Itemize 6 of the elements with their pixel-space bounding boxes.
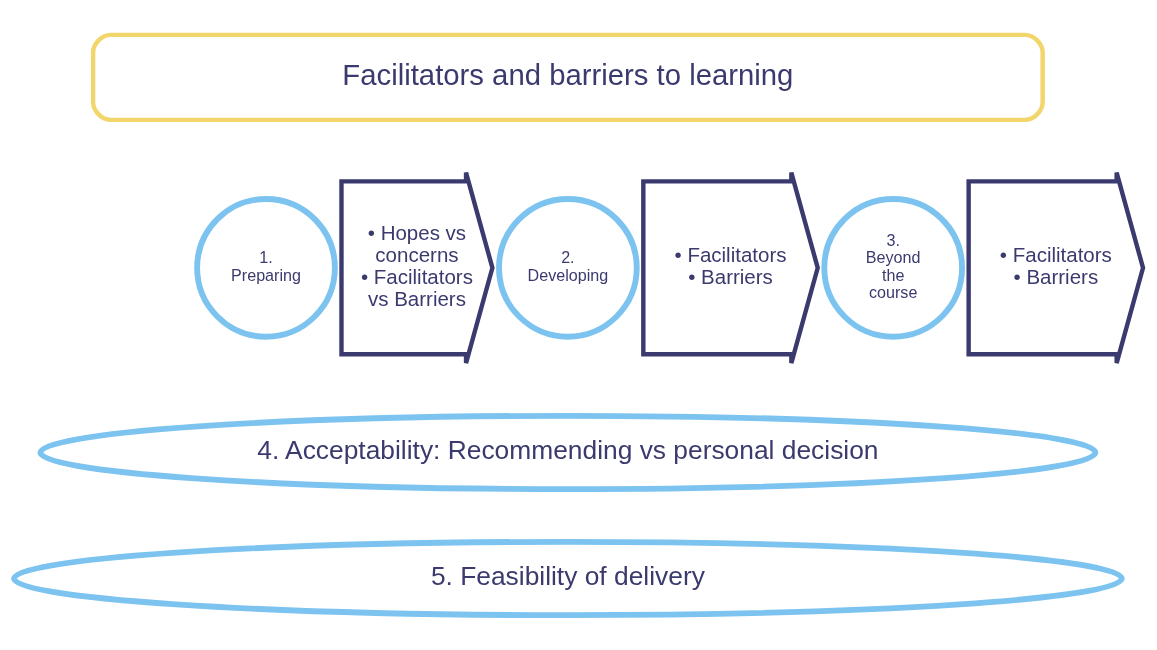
node-box: Facilitators and barriers to learning (90, 32, 1045, 123)
node-circle: 2. Developing (496, 196, 640, 340)
node-circle: 1. Preparing (194, 196, 338, 340)
node-ellipse: 5. Feasibility of delivery (11, 538, 1125, 619)
node-ellipse: 4. Acceptability: Recommending vs personal decision (37, 412, 1099, 493)
node-circle: 3. Beyond the course (821, 196, 965, 340)
